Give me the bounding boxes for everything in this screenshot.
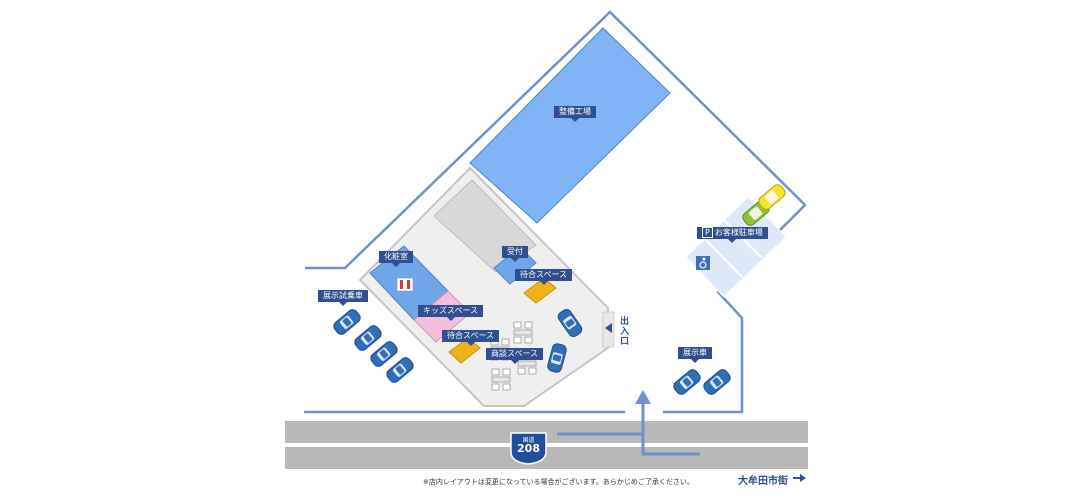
restroom-icon (396, 277, 414, 292)
route-number: 208 (517, 442, 540, 455)
waiting-space-label-2: 待合スペース (442, 330, 500, 346)
route-prefix: 国道 (522, 437, 535, 444)
waiting-space-label-1: 待合スペース (515, 269, 573, 285)
sofa-1 (523, 277, 557, 304)
meeting-space-label: 商談スペース (486, 348, 544, 364)
workshop (469, 27, 671, 224)
road-upper (285, 421, 808, 443)
destination-label: 大牟田市街 (738, 476, 788, 487)
customer-parking-text: お客様駐車場 (714, 228, 763, 237)
entry-route (557, 432, 700, 456)
entrance-triangle-icon (602, 311, 615, 348)
display-car-1 (671, 367, 703, 397)
display-car-2 (701, 367, 733, 397)
parking-car-yellow (758, 184, 786, 210)
test-drive-car-4 (384, 355, 416, 385)
entry-arrow-head (635, 390, 651, 404)
parking-mark-icon: P (702, 227, 713, 238)
showroom-building (358, 166, 609, 407)
test-drive-car-3 (368, 339, 400, 369)
route-shield-icon (510, 432, 547, 465)
test-drive-cars-label: 展示試乗車 (318, 290, 368, 306)
powder-room-label: 化粧室 (379, 251, 413, 267)
customer-parking (685, 196, 787, 298)
reception-label: 受付 (502, 246, 528, 262)
test-drive-car-2 (352, 323, 384, 353)
test-drive-car-1 (331, 307, 363, 337)
kids-space-label: キッズスペース (418, 305, 484, 321)
display-cars-label: 展示車 (678, 347, 712, 363)
wheelchair-icon (696, 256, 710, 270)
arrow-right-icon (793, 474, 806, 482)
entrance-label: 出入口 (618, 316, 628, 346)
workshop-label: 整備工場 (554, 106, 596, 122)
footnote: ※店内レイアウトは変更になっている場合がございます。あらかじめご了承ください。 (423, 478, 694, 486)
